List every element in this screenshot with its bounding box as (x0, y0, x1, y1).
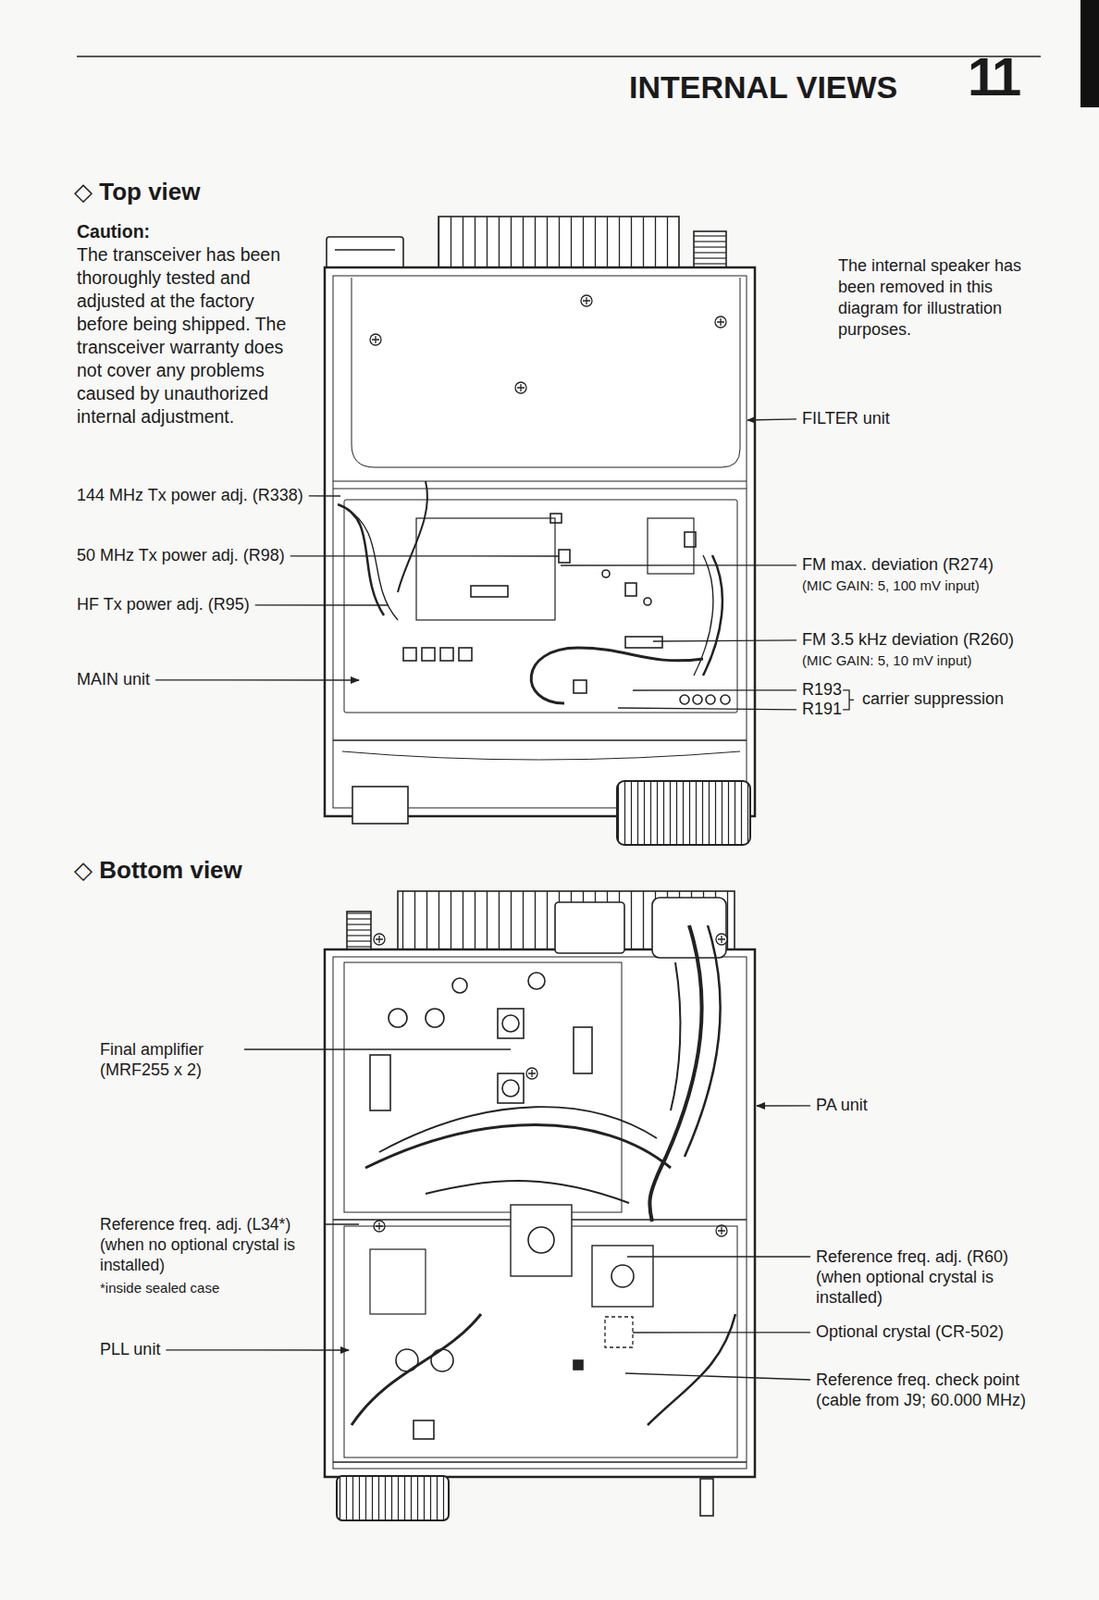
part-number: R191 (802, 699, 842, 720)
leader-line (290, 555, 559, 557)
check-point-label: Reference freq. check point (cable from … (815, 1369, 1048, 1410)
top-view-drawing (324, 216, 755, 845)
adjustment-label: Reference freq. adj. (R60) (when optiona… (815, 1246, 1048, 1308)
section-heading: ◇ Bottom view (74, 855, 243, 885)
footnote: *inside sealed case (99, 1279, 220, 1297)
leader-line (255, 604, 389, 606)
leader-line (653, 640, 797, 642)
unit-label: PA unit (815, 1095, 868, 1116)
adjustment-label: 50 MHz Tx power adj. (R98) (76, 545, 285, 567)
leader-line (632, 1331, 811, 1334)
leader-line (325, 1222, 359, 1224)
unit-label: MAIN unit (76, 669, 150, 691)
caution-text: The transceiver has been thoroughly test… (76, 243, 310, 429)
adjustment-label: 144 MHz Tx power adj. (R338) (76, 485, 304, 507)
leader-line (747, 419, 797, 420)
leader-line (308, 494, 341, 497)
adjustment-label: Reference freq. adj. (L34*) (when no opt… (99, 1213, 321, 1275)
page-furniture (76, 0, 1099, 108)
bracket-tick (849, 699, 854, 701)
adjustment-condition: (MIC GAIN: 5, 10 mV input) (802, 652, 972, 669)
leader-line (165, 1348, 349, 1351)
leader-line (627, 1255, 811, 1257)
adjustment-label: HF Tx power adj. (R95) (76, 594, 250, 616)
leader-line (155, 679, 359, 681)
note-text: The internal speaker has been removed in… (838, 255, 1038, 341)
leader-line (625, 1372, 811, 1380)
section-heading: ◇ Top view (74, 177, 201, 207)
adjustment-label: carrier suppression (862, 689, 1004, 710)
unit-label: PLL unit (99, 1339, 161, 1360)
leader-line (756, 1104, 811, 1107)
adjustment-label: FM max. deviation (R274) (802, 555, 994, 576)
bracket (842, 690, 850, 710)
page-number: 11 (967, 44, 1019, 110)
caution-heading: Caution: (76, 221, 150, 243)
part-label: Optional crystal (CR-502) (815, 1321, 1004, 1343)
leader-line (617, 707, 797, 710)
page-title: INTERNAL VIEWS (629, 68, 898, 107)
leader-line (560, 564, 797, 567)
leader-line (244, 1048, 511, 1050)
unit-label: FILTER unit (802, 408, 890, 430)
adjustment-label: FM 3.5 kHz deviation (R260) (802, 629, 1014, 651)
bottom-view-drawing (324, 890, 755, 1520)
adjustment-condition: (MIC GAIN: 5, 100 mV input) (802, 577, 980, 594)
part-label: Final amplifier (MRF255 x 2) (99, 1038, 239, 1080)
leader-line (632, 689, 797, 692)
part-number: R193 (802, 679, 842, 701)
